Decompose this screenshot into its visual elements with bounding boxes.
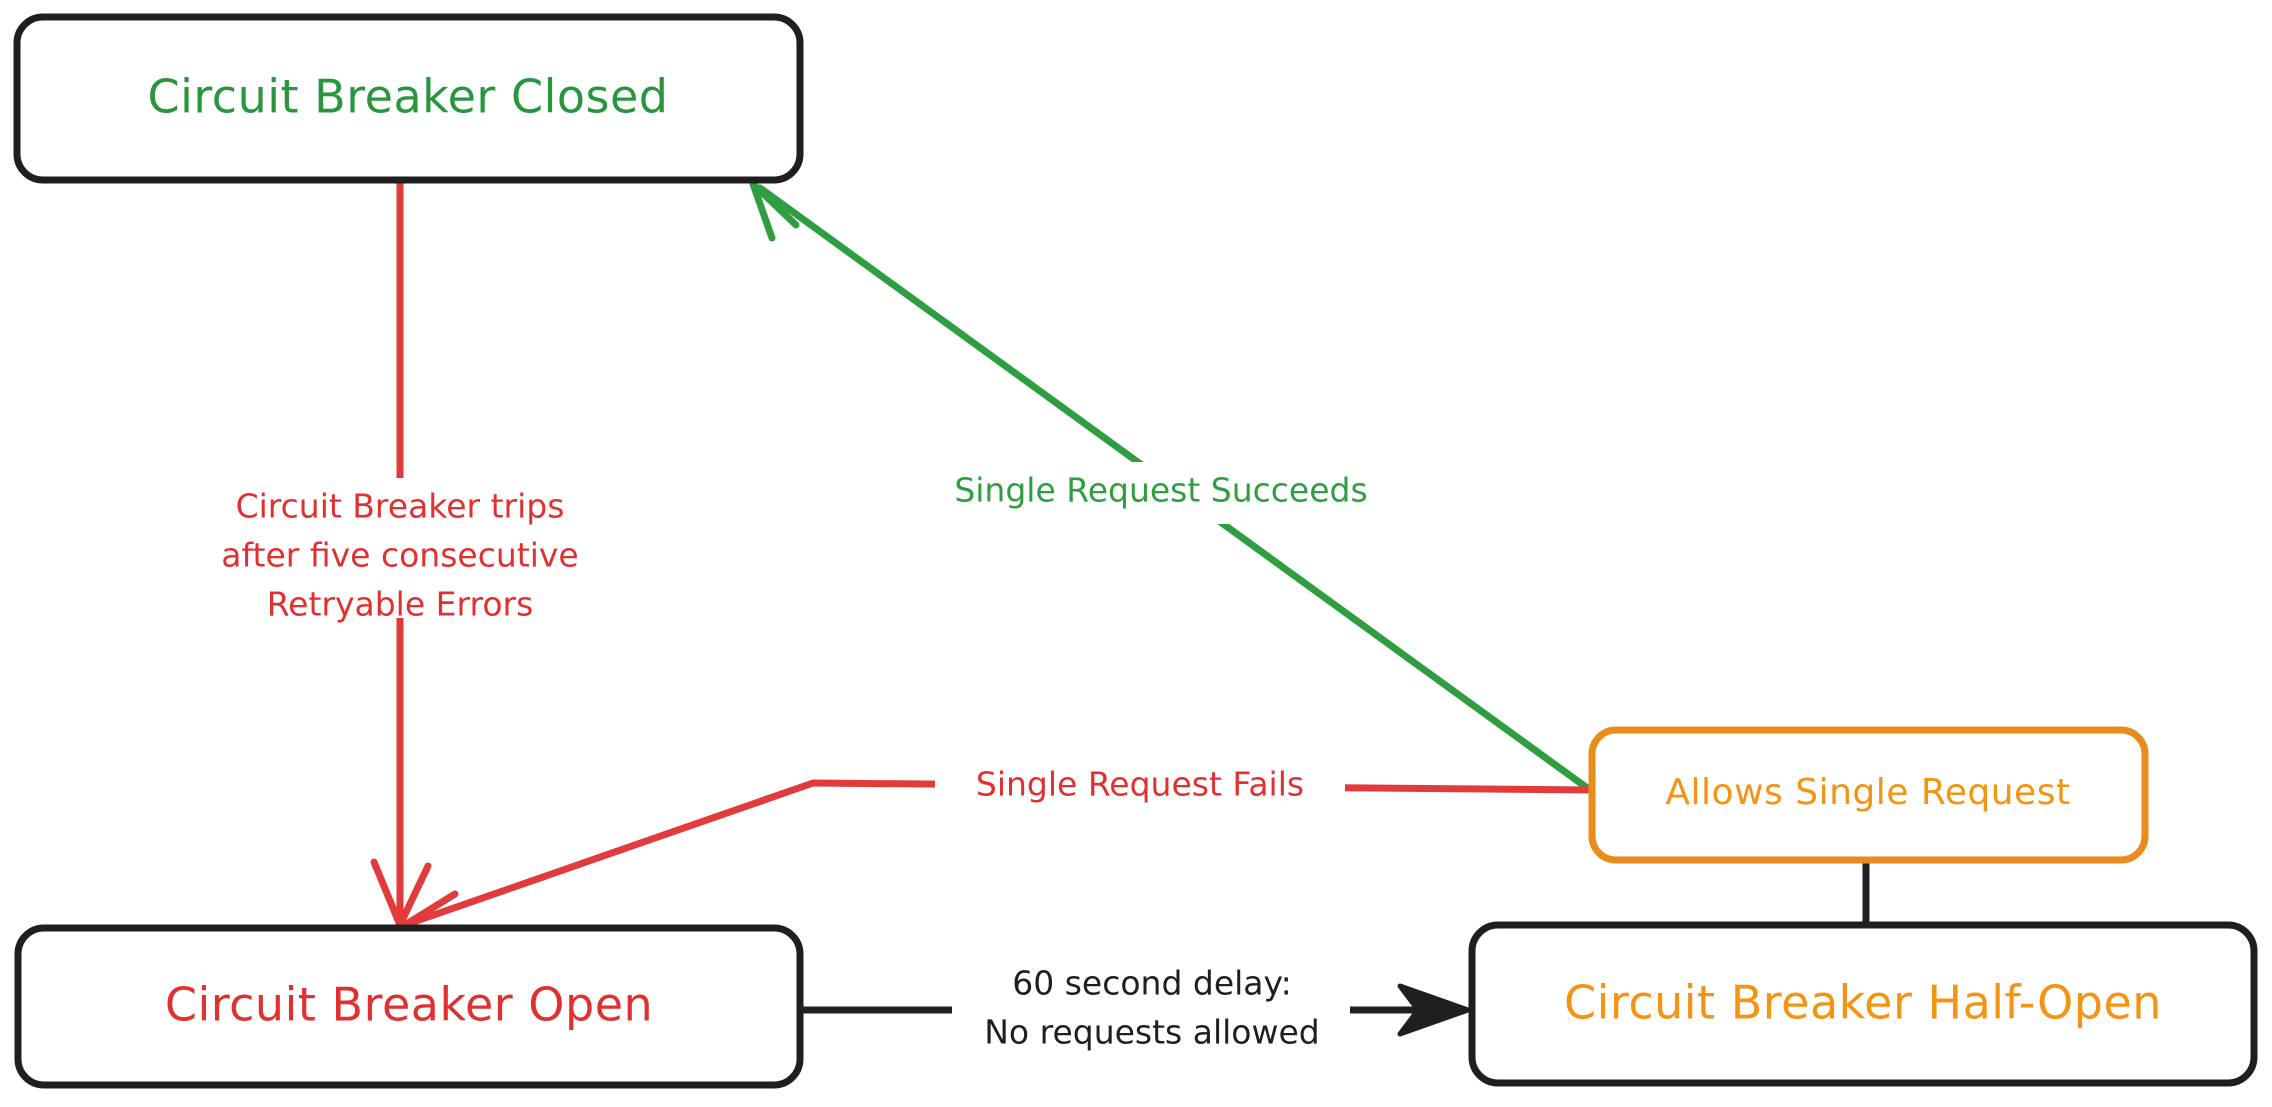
edge-label-line-2: after five consecutive	[221, 536, 578, 575]
label-backdrop	[915, 462, 1407, 524]
edge-label-line-2: No requests allowed	[984, 1013, 1319, 1052]
arrowhead-green-upleft-icon	[749, 180, 800, 242]
edge-label-line-1: Single Request Succeeds	[954, 471, 1367, 510]
label-backdrop	[935, 757, 1345, 813]
edge-label-allows-to-closed: Single Request Succeeds	[915, 462, 1407, 524]
node-circuit-breaker-half-open[interactable]: Circuit Breaker Half-Open	[1468, 921, 2258, 1087]
edge-label-line-3: Retryable Errors	[267, 585, 534, 624]
label-backdrop	[170, 478, 635, 618]
edge-label-line-1: Single Request Fails	[976, 765, 1304, 804]
node-halfopen-label: Circuit Breaker Half-Open	[1564, 976, 2162, 1030]
edge-label-allows-to-open: Single Request Fails	[935, 757, 1345, 813]
label-backdrop	[952, 955, 1350, 1065]
edge-label-closed-to-open: Circuit Breaker trips after five consecu…	[170, 478, 635, 624]
node-halfopen-shape[interactable]	[1468, 921, 2258, 1087]
node-closed-label: Circuit Breaker Closed	[148, 70, 669, 124]
edge-label-line-1: 60 second delay:	[1012, 964, 1292, 1003]
node-open-shape[interactable]	[14, 924, 804, 1089]
edge-label-line-1: Circuit Breaker trips	[236, 487, 565, 526]
node-circuit-breaker-closed[interactable]: Circuit Breaker Closed	[13, 13, 804, 184]
node-open-label: Circuit Breaker Open	[165, 978, 653, 1032]
node-allows-label: Allows Single Request	[1665, 772, 2070, 813]
node-closed-shape[interactable]	[13, 13, 804, 184]
node-circuit-breaker-open[interactable]: Circuit Breaker Open	[14, 924, 804, 1089]
node-allows-shape[interactable]	[1588, 726, 2149, 864]
edge-label-open-to-halfopen: 60 second delay: No requests allowed	[952, 955, 1350, 1065]
arrowhead-black-right-icon	[1397, 983, 1471, 1037]
node-allows-single-request[interactable]: Allows Single Request	[1588, 726, 2149, 864]
